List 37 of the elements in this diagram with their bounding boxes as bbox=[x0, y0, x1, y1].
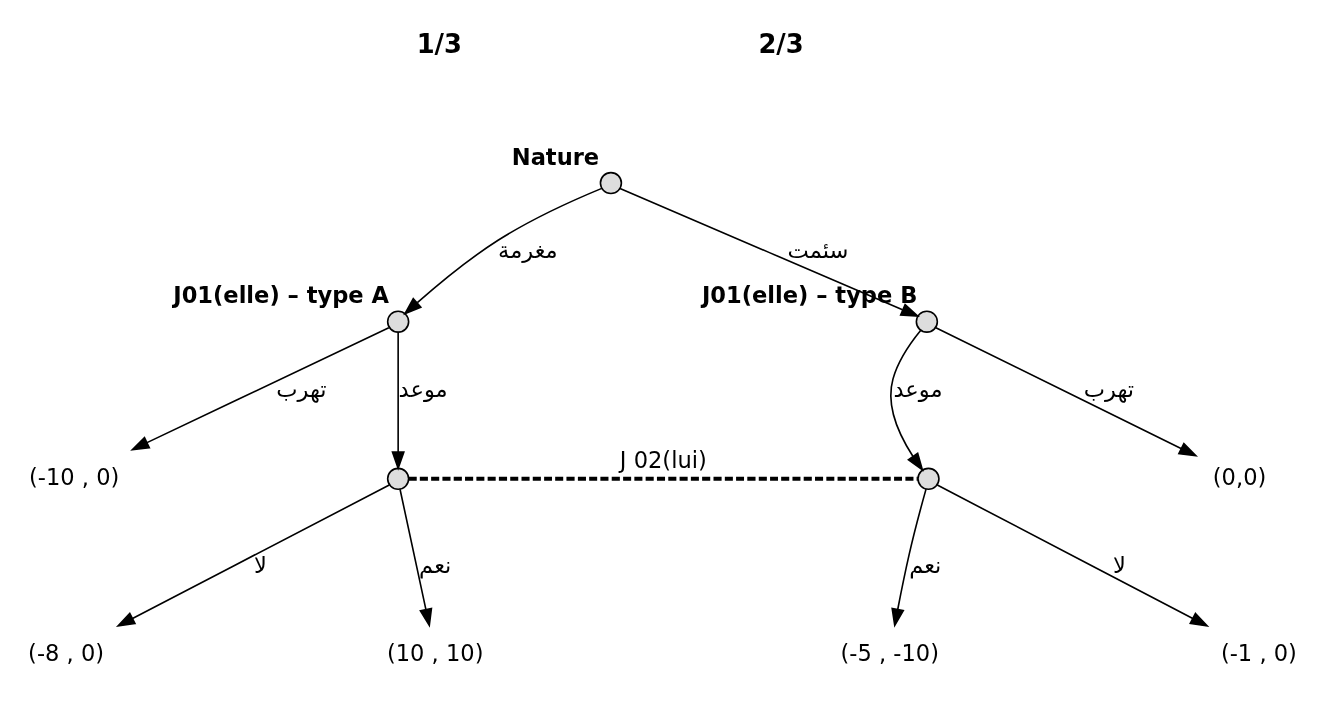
edge-label: مغرمة bbox=[498, 236, 558, 263]
arrow bbox=[936, 483, 1210, 627]
arrow bbox=[399, 487, 433, 628]
label: 1/3 bbox=[416, 28, 462, 59]
edge-label: تهرب bbox=[276, 375, 327, 402]
edge-label: J 02(lui) bbox=[619, 446, 707, 473]
node-label: Nature bbox=[511, 143, 600, 170]
node-text: (-10 , 0) bbox=[29, 463, 120, 490]
edge-label: سئمت bbox=[787, 236, 849, 263]
arrow bbox=[391, 331, 405, 471]
node-circle bbox=[917, 467, 940, 490]
label: 2/3 bbox=[758, 28, 804, 59]
edge-label: لا bbox=[1113, 551, 1126, 578]
node-circle bbox=[599, 171, 623, 194]
node-circle bbox=[386, 467, 410, 490]
arrow bbox=[890, 329, 924, 472]
arrow bbox=[935, 326, 1198, 457]
edge-label: نعم bbox=[909, 551, 942, 578]
edge-label: نعم bbox=[419, 551, 452, 578]
arrow bbox=[891, 487, 927, 628]
edge-label: لا bbox=[253, 551, 267, 578]
node-label: J01(elle) – type A bbox=[173, 281, 389, 308]
node-circle bbox=[915, 309, 939, 333]
node-text: (-1 , 0) bbox=[1220, 639, 1297, 665]
node-circle bbox=[386, 309, 410, 333]
node-text: (-5 , -10) bbox=[840, 639, 939, 665]
node-text: (-8 , 0) bbox=[28, 639, 105, 665]
edge-label: تهرب bbox=[1083, 375, 1135, 402]
arrow bbox=[130, 326, 390, 451]
arrow bbox=[619, 187, 920, 317]
node-text: (10 , 10) bbox=[386, 639, 484, 665]
node-text: (0,0) bbox=[1212, 463, 1267, 490]
edge-label: موعد bbox=[398, 375, 448, 402]
edge-label: موعد bbox=[893, 375, 943, 402]
connector bbox=[408, 476, 918, 481]
arrow bbox=[115, 483, 391, 627]
arrow bbox=[403, 187, 603, 315]
